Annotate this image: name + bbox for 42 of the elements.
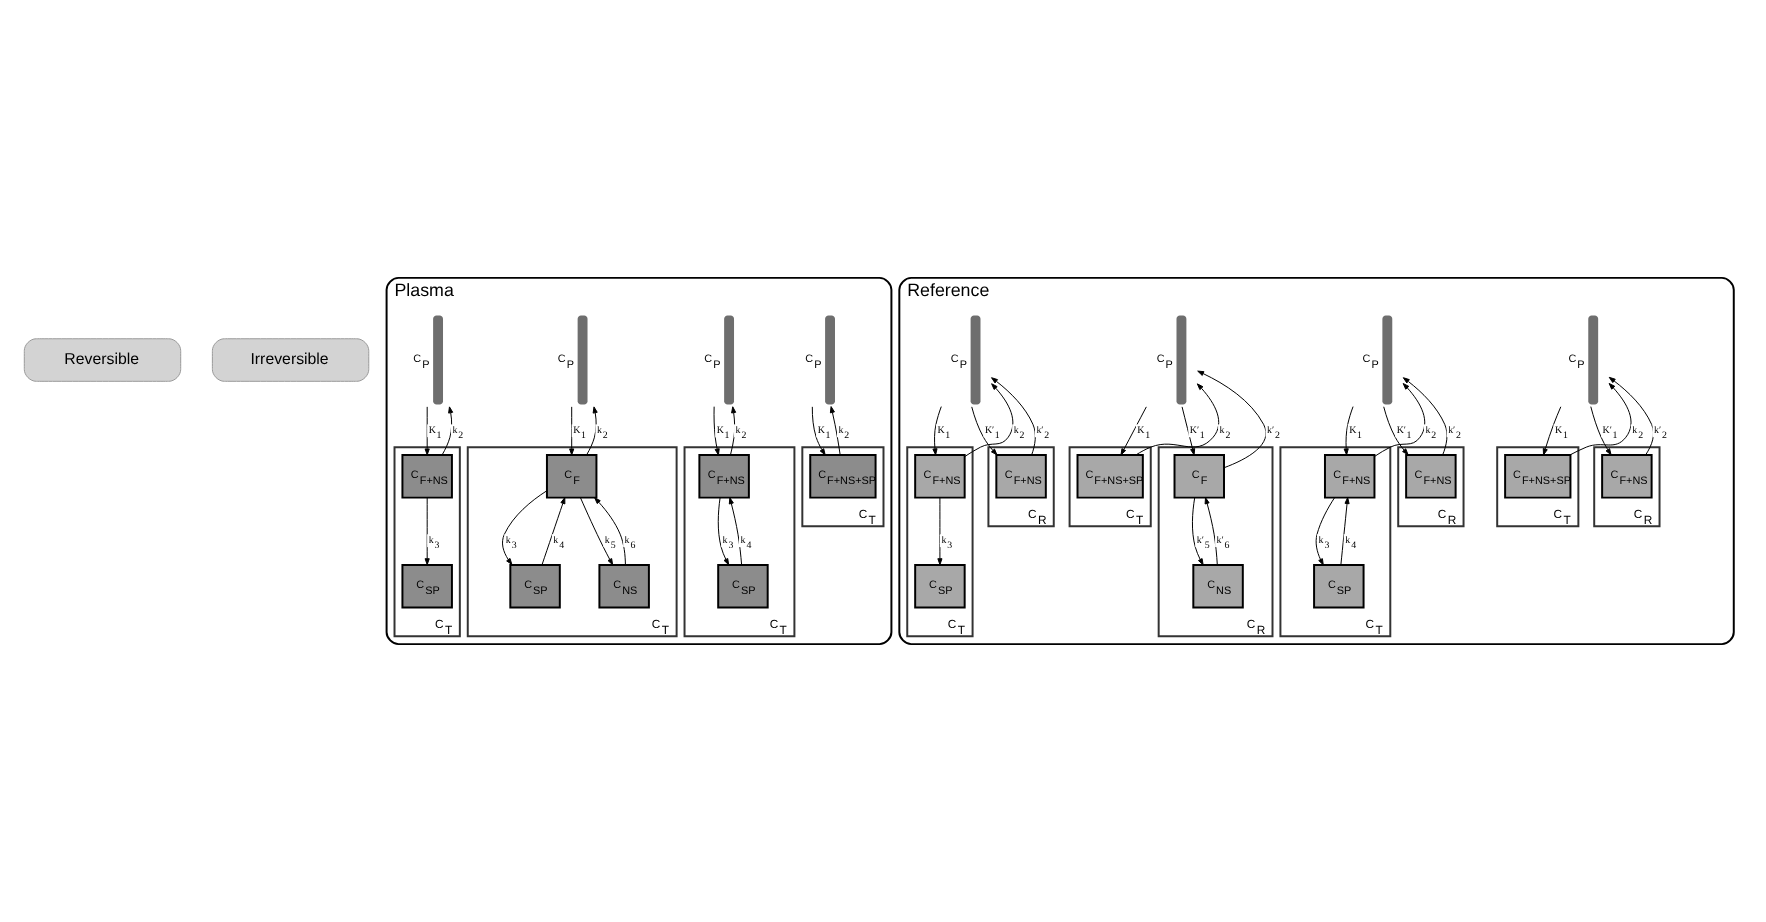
node-box: Reversible: [23, 338, 182, 382]
arrow: [1120, 406, 1147, 456]
node-box: Irreversible: [211, 338, 370, 382]
arrow: [971, 406, 998, 456]
node-bar: [1382, 315, 1393, 405]
node-bar: [433, 315, 443, 405]
node-bar: [577, 315, 588, 405]
node-bar: [970, 315, 981, 405]
arrow: [594, 497, 626, 566]
node-bar: [724, 315, 735, 405]
arrow: [1374, 382, 1426, 457]
arrow: [441, 406, 454, 456]
arrow: [964, 383, 1014, 457]
arrow: [569, 406, 575, 456]
arrow: [1191, 497, 1204, 566]
arrow: [991, 377, 1036, 456]
node-bar: [1176, 315, 1187, 405]
arrow: [424, 406, 430, 456]
arrow: [811, 406, 826, 456]
arrow: [1542, 406, 1562, 456]
arrow: [1590, 406, 1612, 456]
node-bar: [825, 315, 835, 405]
arrow: [728, 497, 743, 566]
arrow: [829, 406, 841, 456]
arrow: [717, 497, 730, 566]
arrow: [1383, 406, 1409, 456]
arrow: [1402, 377, 1448, 456]
arrow: [1204, 497, 1218, 566]
arrow: [937, 497, 943, 566]
arrow: [1569, 382, 1632, 456]
arrow: [729, 406, 737, 456]
arrow: [579, 497, 614, 566]
arrow: [1343, 406, 1354, 456]
arrow: [424, 497, 430, 566]
arrow: [1608, 376, 1654, 456]
arrow: [1197, 370, 1267, 469]
arrow: [1340, 497, 1350, 566]
arrow: [713, 406, 720, 456]
arrow: [1181, 406, 1196, 456]
arrow: [586, 406, 598, 456]
arrow: [932, 406, 942, 456]
node-bar: [1588, 315, 1599, 405]
